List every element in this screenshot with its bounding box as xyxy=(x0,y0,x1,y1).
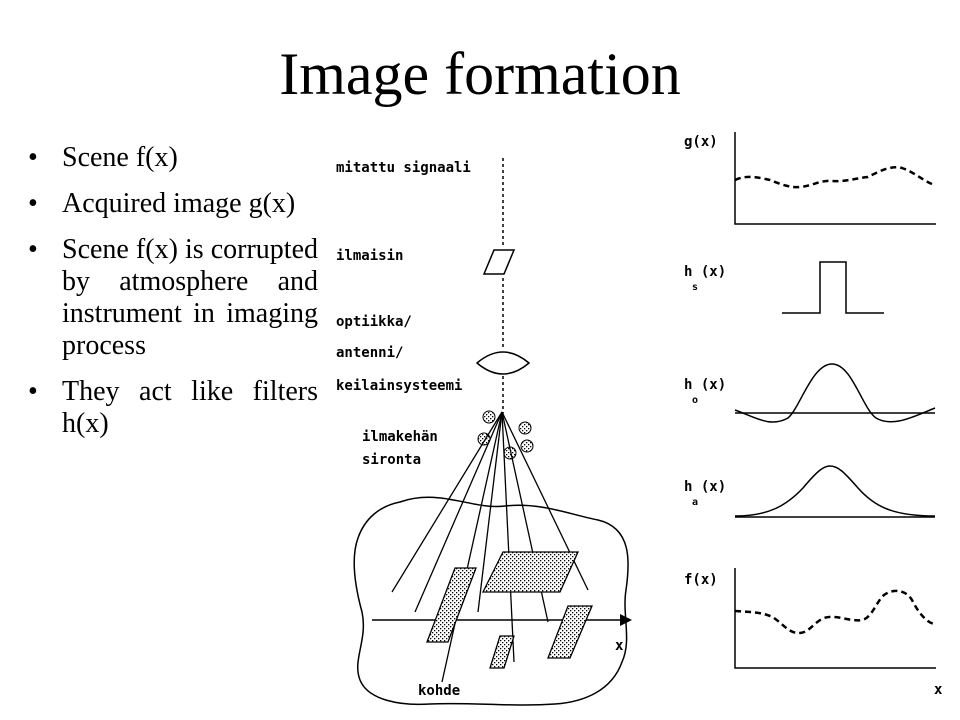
particle-icon xyxy=(520,439,534,453)
arrow-head-icon xyxy=(620,614,632,626)
bullet-item: • They act like filters h(x) xyxy=(28,376,318,440)
bullet-text: Scene f(x) is corrupted by atmosphere an… xyxy=(62,234,318,361)
plot-label-g: g(x) xyxy=(684,134,718,150)
rays xyxy=(391,411,589,683)
scene-region xyxy=(353,496,629,706)
optics-label-1: optiikka/ xyxy=(336,314,412,330)
bullet-item: • Acquired image g(x) xyxy=(28,188,318,220)
target-patch xyxy=(547,605,593,659)
plot-label-hs: h (x) xyxy=(684,264,726,280)
plot-curve-ha xyxy=(734,465,936,517)
target-patch xyxy=(481,551,580,593)
plot-label-f: f(x) xyxy=(684,572,718,588)
optics-label-2: antenni/ xyxy=(336,345,403,361)
plot-sub-hs: s xyxy=(692,282,698,293)
target-patches xyxy=(426,551,593,669)
particle-icon xyxy=(482,410,496,424)
optics-label-3: keilainsysteemi xyxy=(336,378,462,394)
plot-curve-hs xyxy=(782,261,884,314)
detector-icon xyxy=(482,249,516,275)
bullet-dot-icon: • xyxy=(28,142,38,173)
ray-line xyxy=(441,411,503,683)
ray-line xyxy=(414,411,503,613)
target-patch xyxy=(489,635,515,669)
detector-label: ilmaisin xyxy=(336,248,403,264)
plot-curve-f xyxy=(734,589,935,635)
bullet-text: They act like filters h(x) xyxy=(62,376,318,439)
plot-axes-g xyxy=(734,132,936,225)
atmosphere-label-1: ilmakehän xyxy=(362,429,438,445)
lens-icon xyxy=(475,351,531,375)
slide-title: Image formation xyxy=(279,41,681,107)
plot-axes-f xyxy=(734,568,936,669)
plot-label-ho: h (x) xyxy=(684,377,726,393)
bullet-text: Scene f(x) xyxy=(62,142,178,173)
signal-label: mitattu signaali xyxy=(336,160,471,176)
particle-icon xyxy=(518,421,532,435)
bullet-dot-icon: • xyxy=(28,234,38,265)
plot-sub-ha: a xyxy=(692,497,698,508)
plot-curve-g xyxy=(734,166,933,189)
ray-line xyxy=(391,411,503,593)
atmosphere-label-2: sironta xyxy=(362,452,421,468)
target-label: kohde xyxy=(418,683,460,699)
bullet-dot-icon: • xyxy=(28,376,38,407)
ray-line xyxy=(477,411,503,613)
plot-curve-ho xyxy=(734,363,936,423)
bullet-list: • Scene f(x) • Acquired image g(x) • Scene … xyxy=(28,142,318,454)
plot-label-ha: h (x) xyxy=(684,479,726,495)
plot-x-axis-label: x xyxy=(934,682,943,698)
plot-sub-ho: o xyxy=(692,395,698,406)
target-patch xyxy=(426,567,477,643)
bullet-dot-icon: • xyxy=(28,188,38,219)
bullet-item: • Scene f(x) is corrupted by atmosphere a… xyxy=(28,234,318,362)
scene-x-axis-label: x xyxy=(615,638,624,654)
bullet-item: • Scene f(x) xyxy=(28,142,318,174)
bullet-text: Acquired image g(x) xyxy=(62,188,296,219)
